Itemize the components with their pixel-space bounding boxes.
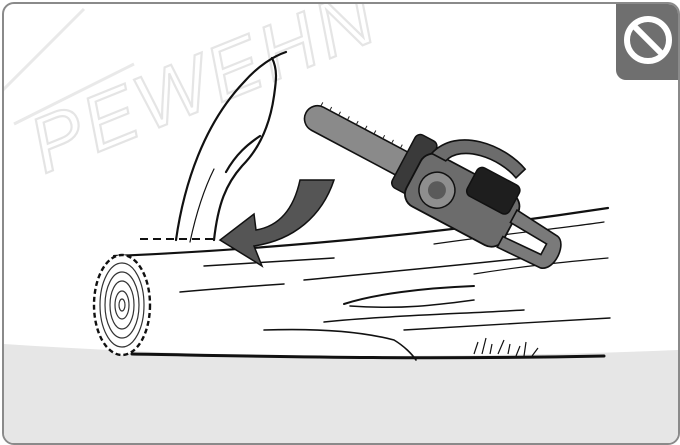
prohibition-badge (616, 4, 678, 80)
prohibition-icon (622, 14, 674, 66)
chainsaw-icon (291, 61, 590, 278)
illustration-scene: PEWEHN (4, 4, 678, 443)
watermark: PEWEHN (4, 4, 390, 190)
grass (474, 338, 538, 356)
watermark-text: PEWEHN (17, 4, 390, 190)
ground (4, 344, 678, 443)
log-end (94, 255, 150, 355)
curved-arrow-icon (220, 180, 334, 266)
